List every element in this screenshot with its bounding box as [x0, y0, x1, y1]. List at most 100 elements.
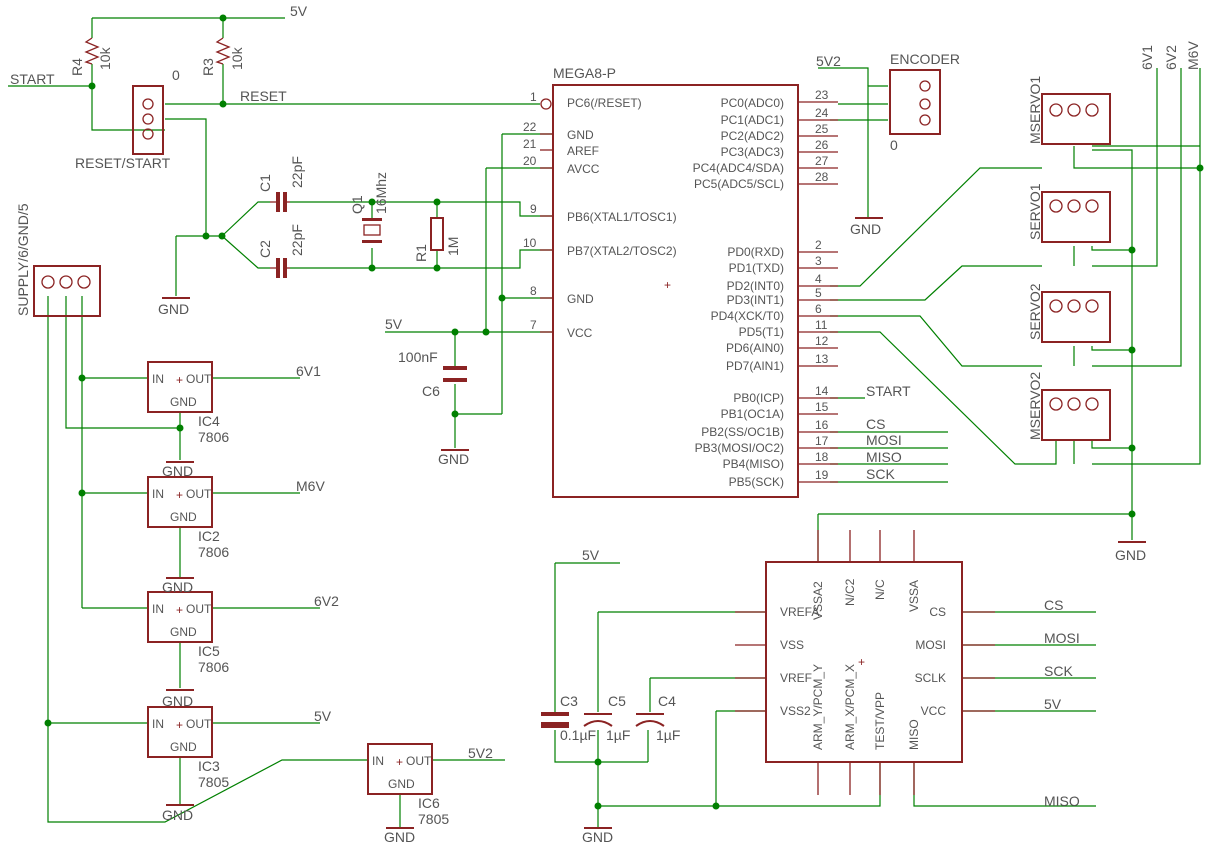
mcu-pin-label: PC2(ADC2) — [721, 129, 784, 143]
mcu-pin-number: 27 — [815, 154, 829, 168]
net-label-start: START — [10, 71, 55, 87]
sensor-pin-label: SCLK — [915, 671, 946, 685]
sensor-pin-label: VSSA — [907, 580, 921, 612]
mcu-pin-label: PC6(/RESET) — [567, 96, 642, 110]
mcu-pin-number: 11 — [815, 318, 828, 332]
mcu-pin-label: GND — [567, 292, 594, 306]
supply-connector — [33, 265, 101, 317]
ic3-gnd: GND — [170, 740, 197, 754]
gnd-label-4: GND — [1115, 547, 1146, 563]
sensor-pin-label: TEST/VPP — [873, 692, 887, 750]
net-label-start-pb0: START — [866, 383, 911, 399]
sensor-pin-label: VREF — [780, 671, 812, 685]
ic3-in: IN — [152, 717, 164, 731]
r1-value: 1M — [445, 237, 461, 256]
servo-connector-servo2 — [1041, 291, 1111, 343]
capacitor-c5 — [583, 713, 613, 727]
sensor-pin-label: VSS2 — [780, 704, 811, 718]
sensor-pin-label: VCC — [921, 704, 947, 718]
c5-name: C5 — [608, 693, 626, 709]
svg-text:+: + — [176, 373, 183, 387]
mcu-pin-number: 2 — [815, 238, 822, 252]
encoder-value: 0 — [890, 137, 898, 153]
mcu-pin-number: 22 — [523, 120, 537, 134]
r3-name: R3 — [200, 58, 216, 76]
ic2-name: IC2 — [198, 528, 220, 544]
mcu-pin-number: 4 — [815, 272, 822, 286]
svg-text:+: + — [664, 278, 671, 292]
mcu-pin-label: PB1(OC1A) — [721, 407, 784, 421]
gnd-label-5: GND — [162, 463, 193, 479]
sensor-pin-label: VREFA — [780, 605, 819, 619]
net-label-5v2-ic6: 5V2 — [468, 745, 493, 761]
mcu-name: MEGA8-P — [553, 65, 616, 81]
regulator-ic2 — [147, 476, 213, 528]
ic6-out: OUT — [406, 754, 432, 768]
servo-connector-msservo1 — [1041, 93, 1111, 145]
mcu-pin-number: 7 — [530, 318, 537, 332]
servo-connector-servo1 — [1041, 191, 1111, 243]
mcu-pin-number: 13 — [815, 352, 829, 366]
c3-name: C3 — [560, 693, 578, 709]
mcu-pin-number: 15 — [815, 400, 829, 414]
q1-value: 16Mhz — [373, 172, 389, 214]
r4-value: 10k — [97, 46, 113, 70]
net-label-5v-ic3: 5V — [314, 708, 332, 724]
ic4-gnd: GND — [170, 395, 197, 409]
r4-name: R4 — [69, 58, 85, 76]
mcu-pin-label: PD5(T1) — [739, 325, 784, 339]
mcu-pin-label: PD6(AIN0) — [726, 341, 784, 355]
mcu-pin-label: PB2(SS/OC1B) — [701, 425, 784, 439]
svg-text:+: + — [396, 755, 403, 769]
c2-name: C2 — [257, 240, 273, 258]
mcu-pin-label: PB5(SCK) — [729, 475, 784, 489]
net-label-5v-sensor: 5V — [582, 547, 600, 563]
ic6-value: 7805 — [418, 811, 449, 827]
mcu-pin-label: PB7(XTAL2/TOSC2) — [567, 244, 677, 258]
net-label-m6v-rail: M6V — [1185, 41, 1201, 70]
q1-name: Q1 — [349, 195, 365, 214]
svg-text:+: + — [176, 718, 183, 732]
gnd-label-8: GND — [162, 807, 193, 823]
mcu-right-pin-labels: PC0(ADC0) PC1(ADC1) PC2(ADC2) PC3(ADC3) … — [693, 96, 784, 489]
ic5-name: IC5 — [198, 643, 220, 659]
regulator-ic3 — [147, 706, 213, 758]
ic4-in: IN — [152, 372, 164, 386]
gnd-label-7: GND — [162, 693, 193, 709]
mcu-pin-label: PD0(RXD) — [727, 245, 784, 259]
mcu-pin-label: PC3(ADC3) — [721, 145, 784, 159]
capacitor-c2 — [270, 258, 290, 278]
mcu-pin-number: 28 — [815, 170, 829, 184]
servo-name-msservo1: MSERVO1 — [1027, 76, 1043, 144]
mcu-pin-number: 21 — [523, 137, 537, 151]
sensor-pin-labels: VREFA VSS VREF VSS2 CS MOSI SCLK VCC MIS… — [780, 578, 946, 750]
gnd-label-2: GND — [438, 451, 469, 467]
regulator-ic5 — [147, 591, 213, 643]
ic4-value: 7806 — [198, 429, 229, 445]
reset-start-connector — [132, 85, 164, 155]
ic5-out: OUT — [186, 602, 212, 616]
sensor-pin-label: ARM_X/PCM_X — [843, 664, 857, 750]
gnd-label-6: GND — [162, 579, 193, 595]
reset-conn-name: RESET/START — [75, 155, 171, 171]
capacitor-c4 — [635, 713, 665, 727]
mcu-pin-label: PB0(ICP) — [733, 391, 784, 405]
mcu-right-pin-numbers: 23 24 25 26 27 28 2 3 4 5 6 11 12 13 14 … — [815, 88, 829, 482]
ic4-out: OUT — [186, 372, 212, 386]
mcu-pin-label: VCC — [567, 326, 593, 340]
mcu-pin-number: 8 — [530, 284, 537, 298]
mcu-pin-label: PB6(XTAL1/TOSC1) — [567, 210, 677, 224]
regulator-ic6 — [367, 743, 433, 795]
net-label-5v-vcc: 5V — [385, 316, 403, 332]
mcu-pin-number: 1 — [530, 90, 537, 104]
net-label-sck-sensor: SCK — [1044, 663, 1073, 679]
mcu-pin-label: PD3(INT1) — [727, 293, 784, 307]
svg-text:+: + — [858, 655, 865, 669]
mcu-pin-number: 18 — [815, 450, 829, 464]
r1-name: R1 — [413, 244, 429, 262]
sensor-pin-label: MISO — [907, 719, 921, 750]
supply-name: SUPPLY/6/GND/5 — [15, 203, 31, 316]
mcu-pin-number: 5 — [815, 286, 822, 300]
mcu-pin-label: PD7(AIN1) — [726, 359, 784, 373]
resistor-r4 — [84, 37, 100, 65]
